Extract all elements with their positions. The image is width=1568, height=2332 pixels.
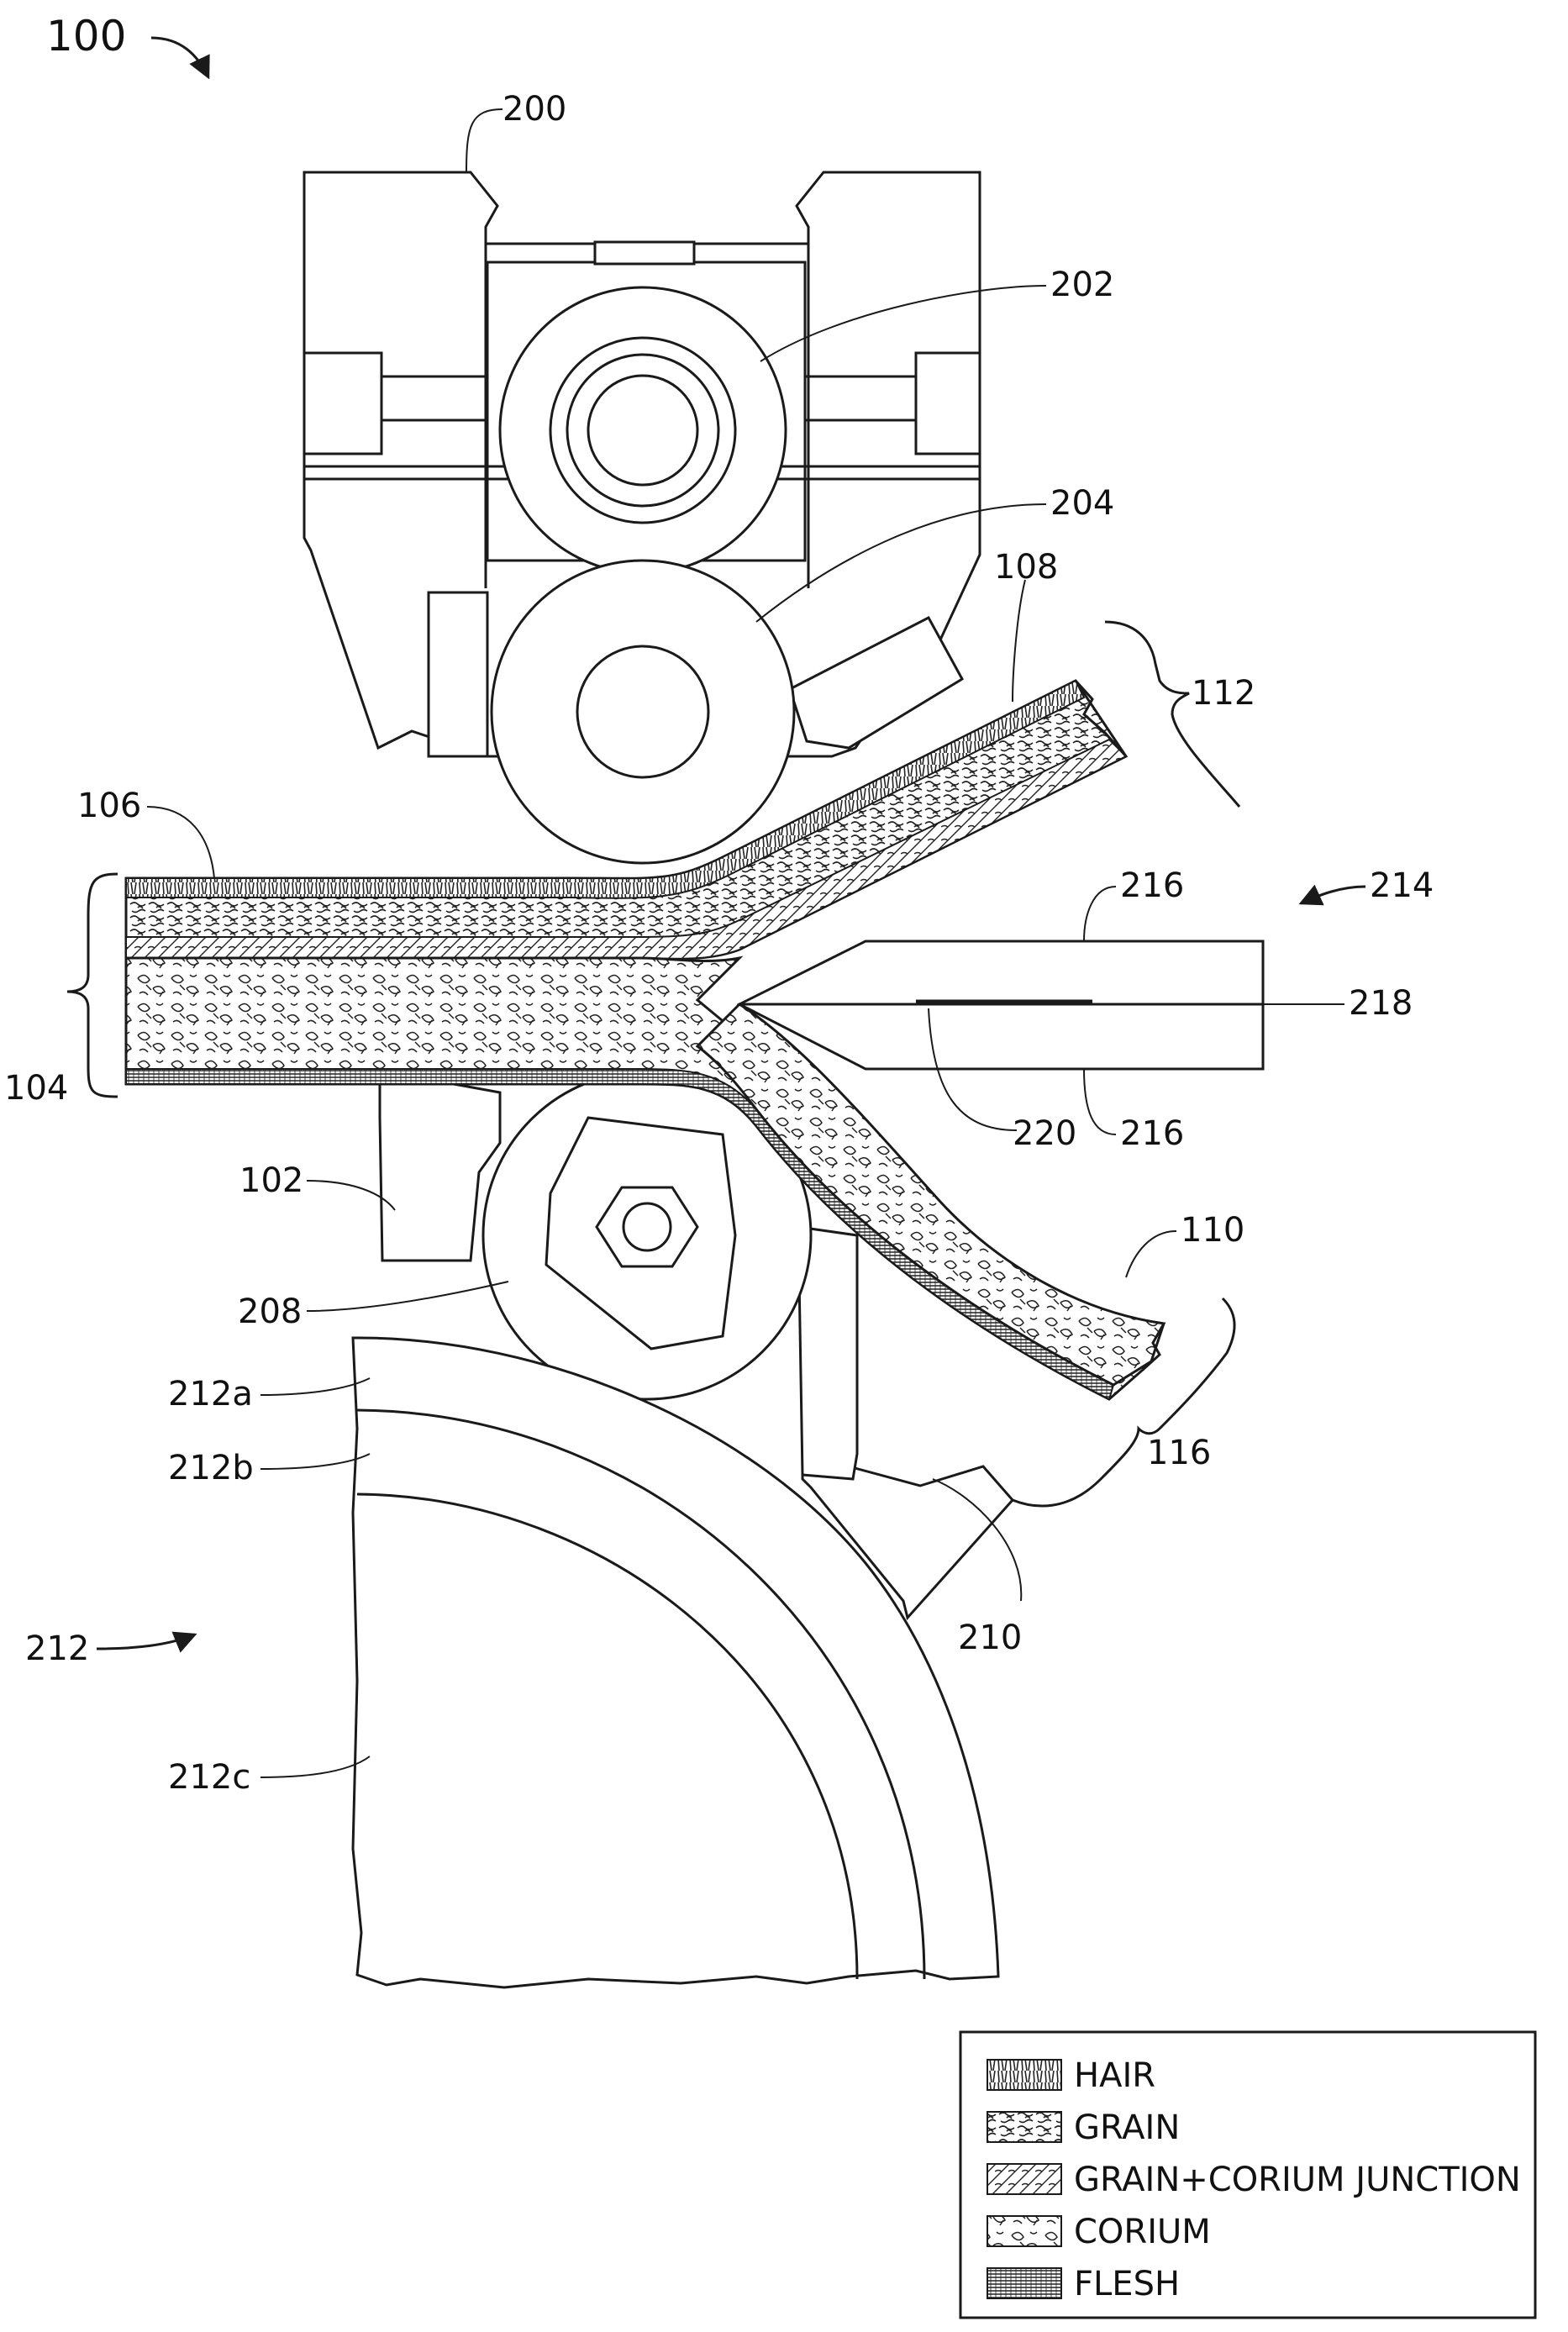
legend-label-junction: GRAIN+CORIUM JUNCTION xyxy=(1074,2161,1521,2199)
legend-swatch-junction xyxy=(987,2164,1061,2194)
legend-swatch-grain xyxy=(987,2112,1061,2142)
arrow-214 xyxy=(1301,887,1365,903)
brace-104 xyxy=(67,874,118,1097)
leader-216a xyxy=(1084,887,1116,941)
label-212a: 212a xyxy=(168,1375,253,1413)
label-108: 108 xyxy=(994,548,1058,587)
label-102: 102 xyxy=(239,1161,303,1200)
arrow-212 xyxy=(97,1635,195,1649)
label-210: 210 xyxy=(958,1619,1022,1657)
label-202: 202 xyxy=(1050,266,1114,304)
legend: HAIR GRAIN GRAIN+CORIUM JUNCTION CORIUM … xyxy=(960,2032,1535,2318)
block-cap xyxy=(595,242,694,264)
arrow-100 xyxy=(151,38,208,77)
blade-214 xyxy=(739,941,1263,1069)
label-100: 100 xyxy=(46,12,126,61)
label-214: 214 xyxy=(1370,866,1434,905)
label-216-bottom: 216 xyxy=(1120,1114,1184,1153)
brace-112 xyxy=(1105,622,1239,807)
label-208: 208 xyxy=(238,1292,302,1331)
label-204: 204 xyxy=(1050,484,1114,523)
label-200: 200 xyxy=(502,90,566,129)
label-218: 218 xyxy=(1349,984,1413,1023)
legend-label-hair: HAIR xyxy=(1074,2056,1155,2095)
label-112: 112 xyxy=(1192,674,1255,713)
label-220: 220 xyxy=(1013,1114,1076,1153)
legend-label-corium: CORIUM xyxy=(1074,2213,1211,2251)
top-assembly-200 xyxy=(304,172,980,863)
lower-left-plate xyxy=(429,592,487,756)
label-116: 116 xyxy=(1147,1434,1211,1472)
leader-212b xyxy=(260,1454,370,1469)
label-216-top: 216 xyxy=(1120,866,1184,905)
legend-swatch-corium xyxy=(987,2216,1061,2246)
leader-200 xyxy=(466,109,502,172)
roller-202-outer xyxy=(500,287,786,573)
leader-216b xyxy=(1084,1069,1116,1134)
leader-110 xyxy=(1126,1231,1176,1277)
left-bracket xyxy=(304,353,381,454)
leader-212c xyxy=(260,1756,370,1777)
leader-108 xyxy=(1013,580,1025,702)
legend-label-flesh: FLESH xyxy=(1074,2265,1180,2303)
roller-204 xyxy=(492,561,794,863)
label-212b: 212b xyxy=(168,1449,254,1487)
legend-label-grain: GRAIN xyxy=(1074,2108,1180,2147)
label-212: 212 xyxy=(25,1629,89,1668)
legend-swatch-flesh xyxy=(987,2268,1061,2298)
leader-212a xyxy=(260,1378,370,1395)
label-212c: 212c xyxy=(168,1758,250,1797)
legend-swatch-hair xyxy=(987,2060,1061,2090)
drum-outline xyxy=(353,1338,998,1987)
label-104: 104 xyxy=(4,1069,68,1108)
label-110: 110 xyxy=(1181,1211,1244,1250)
drum-212 xyxy=(353,1338,998,1987)
leader-106 xyxy=(147,807,214,878)
right-bracket xyxy=(916,353,980,454)
support-102 xyxy=(345,1084,500,1261)
leader-208 xyxy=(307,1282,508,1311)
label-106: 106 xyxy=(77,787,141,825)
